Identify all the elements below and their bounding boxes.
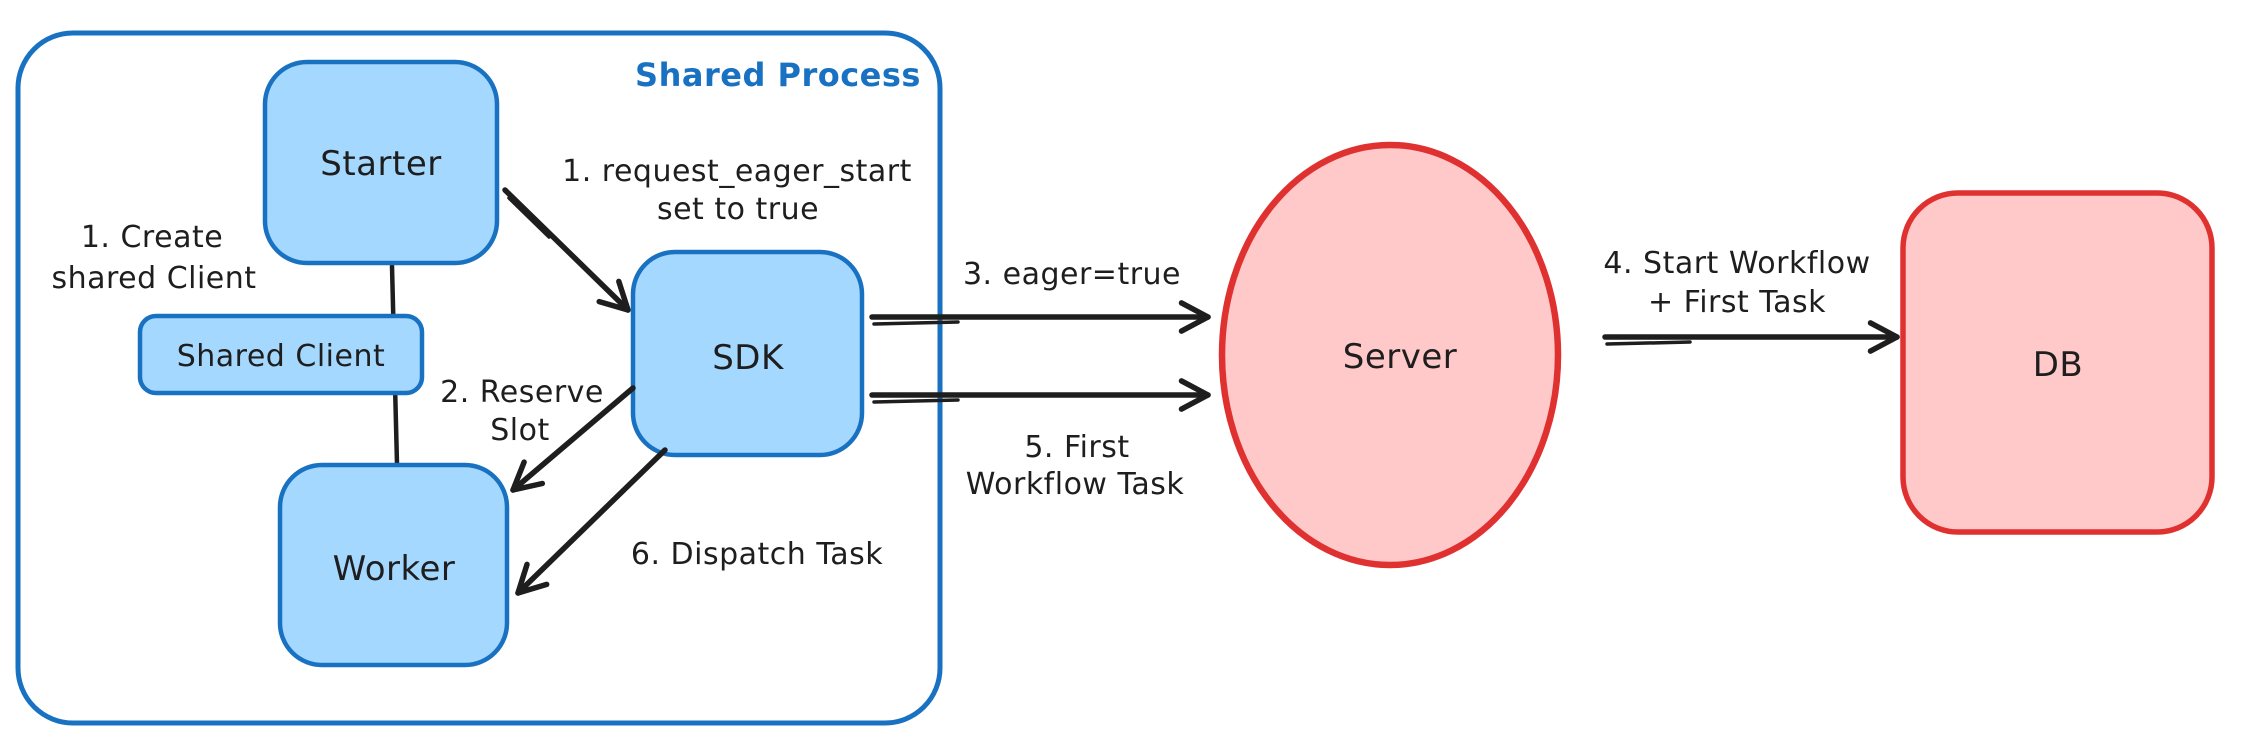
arrow-server-to-db [1602, 320, 1900, 354]
start-workflow-line2: + First Task [1648, 285, 1826, 320]
arrow-sdk-to-server-upper [869, 300, 1211, 334]
create-shared-client-line2: shared Client [51, 261, 256, 296]
arrow-sdk-to-worker-reserve [510, 385, 636, 493]
annotation-reserve-slot: 2. Reserve Slot [440, 375, 604, 448]
node-worker: Worker [277, 462, 510, 668]
shared-process-container: Shared Process [15, 30, 943, 726]
arrow-sdk-to-worker-dispatch [515, 447, 668, 596]
create-shared-client-line1: 1. Create [81, 220, 223, 255]
node-sdk: SDK [630, 249, 865, 458]
reserve-slot-line1: 2. Reserve [440, 375, 604, 410]
node-shared-client: Shared Client [137, 313, 425, 396]
node-db: DB [1900, 190, 2215, 535]
sdk-box [630, 249, 865, 458]
server-circle [1218, 141, 1562, 569]
shared-process-label: Shared Process [635, 56, 921, 94]
annotation-start-workflow: 4. Start Workflow + First Task [1603, 246, 1870, 320]
starter-label: Starter [320, 144, 441, 184]
shared-client-label: Shared Client [177, 339, 386, 374]
db-label: DB [2033, 345, 2084, 385]
shared-client-box [137, 313, 425, 396]
annotation-dispatch-task: 6. Dispatch Task [631, 537, 883, 572]
annotation-first-workflow-task: 5. First Workflow Task [966, 430, 1185, 502]
starter-box [262, 59, 500, 266]
annotation-request-eager-start: 1. request_eager_start set to true [562, 154, 912, 227]
worker-label: Worker [333, 549, 456, 589]
worker-box [277, 462, 510, 668]
arrow-starter-to-sdk [502, 187, 631, 313]
sdk-label: SDK [712, 338, 785, 378]
first-workflow-task-line1: 5. First [1024, 430, 1129, 465]
request-eager-start-line1: 1. request_eager_start [562, 154, 912, 189]
annotation-eager-true: 3. eager=true [963, 257, 1181, 292]
first-workflow-task-line2: Workflow Task [966, 467, 1185, 502]
db-box [1900, 190, 2215, 535]
reserve-slot-line2: Slot [490, 413, 550, 448]
annotation-create-shared-client: 1. Create shared Client [51, 220, 256, 296]
node-starter: Starter [262, 59, 500, 266]
start-workflow-line1: 4. Start Workflow [1603, 246, 1870, 281]
shared-process-border [15, 30, 943, 726]
arrow-sdk-to-server-lower [869, 378, 1211, 412]
request-eager-start-line2: set to true [657, 192, 819, 227]
server-label: Server [1343, 337, 1458, 377]
node-server: Server [1218, 141, 1562, 569]
